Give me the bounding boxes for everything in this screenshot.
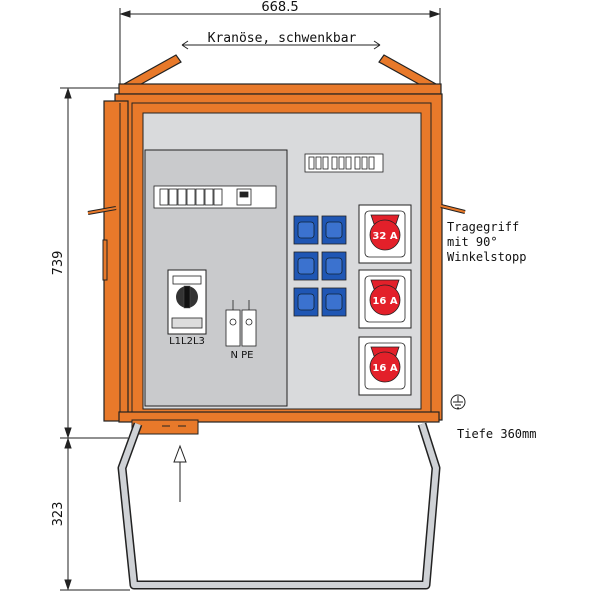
door-latch (102, 239, 108, 281)
cabinet-roof (118, 83, 442, 95)
cabinet-base-rail (118, 411, 440, 423)
dimension-width-label: 668.5 (261, 0, 298, 15)
cable-entry-arrow (173, 444, 187, 502)
left-carry-handle (87, 206, 117, 215)
ground-symbol-icon (450, 394, 466, 410)
terminal-strip (304, 153, 384, 173)
cee-socket-16a-top-label: 16 A (372, 296, 397, 307)
schuko-socket-grid (293, 215, 347, 317)
dimension-height-stand (60, 437, 130, 591)
stand-frame (117, 419, 441, 590)
dimension-height-stand-label: 323 (51, 502, 66, 527)
dimension-height-cabinet (60, 87, 128, 439)
crane-eye-callout (181, 40, 381, 50)
depth-label: Tiefe 360mm (457, 427, 536, 441)
dimension-height-cabinet-label: 739 (51, 251, 66, 276)
schuko-socket (321, 215, 347, 245)
right-crane-eye (378, 54, 438, 89)
cabinet-door (103, 100, 129, 422)
cee-socket-32a-label: 32 A (372, 231, 397, 242)
crane-eye-label: Kranöse, schwenkbar (208, 31, 357, 46)
right-carry-handle (440, 204, 466, 214)
schuko-socket (293, 287, 319, 317)
dimension-width (119, 8, 441, 88)
breaker-rail (153, 185, 277, 209)
cee-socket-16a-bottom-label: 16 A (372, 363, 397, 374)
schuko-socket (293, 215, 319, 245)
handle-label-line2: mit 90° (447, 235, 498, 249)
cee-socket-16a-bottom (358, 336, 412, 396)
cee-socket-16a-top (358, 269, 412, 329)
main-switch-phases-label: L1L2L3 (169, 336, 205, 347)
schuko-socket (321, 287, 347, 317)
neutral-pe-label: N PE (230, 350, 253, 361)
neutral-pe-terminals (225, 300, 257, 347)
handle-label-line1: Tragegriff (447, 220, 519, 234)
schuko-socket (321, 251, 347, 281)
schuko-socket (293, 251, 319, 281)
cee-socket-32a (358, 204, 412, 264)
left-crane-eye (122, 54, 182, 89)
handle-label-line3: Winkelstopp (447, 250, 526, 264)
main-switch[interactable] (167, 269, 207, 335)
